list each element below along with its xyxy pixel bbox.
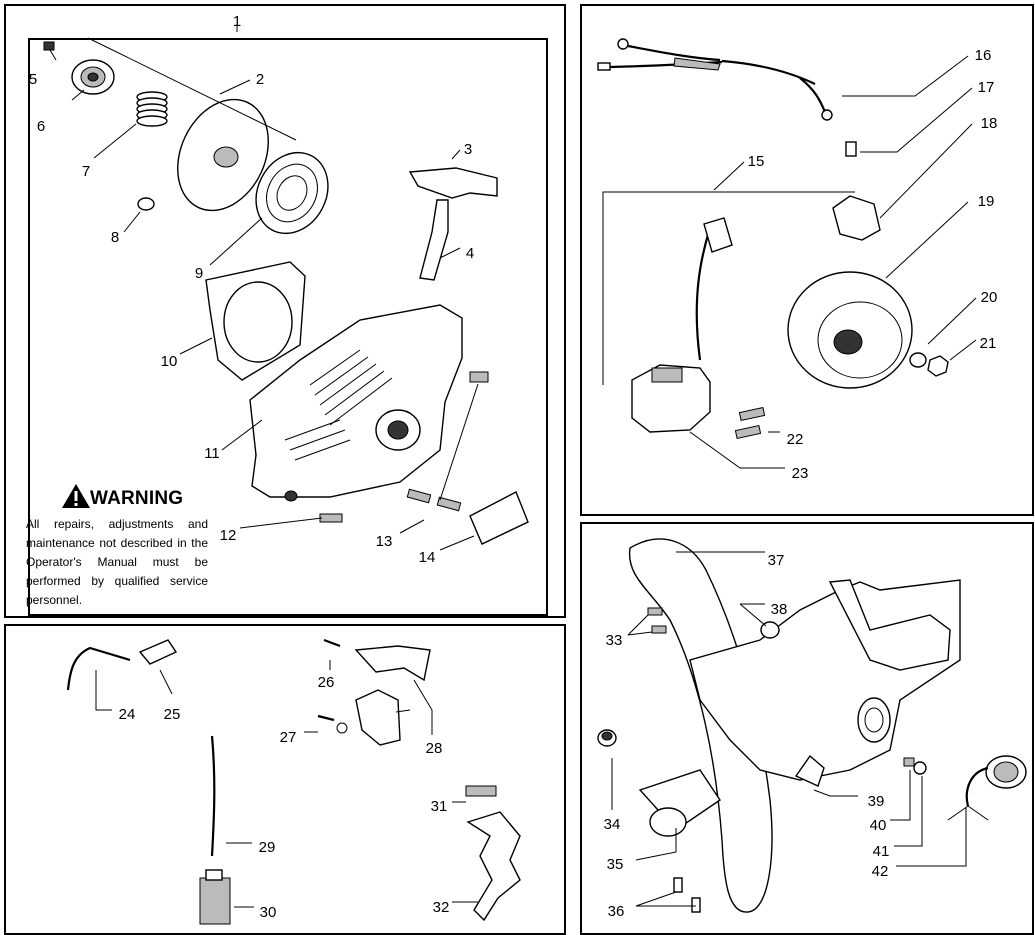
ignition-leader-lines	[602, 55, 977, 469]
callout-19: 19	[978, 193, 995, 210]
callout-3: 3	[464, 141, 472, 158]
callout-4: 4	[466, 245, 474, 262]
callout-5: 5	[29, 71, 37, 88]
callout-29: 29	[259, 839, 276, 856]
callout-1: 1	[233, 13, 241, 30]
ignition-parts	[597, 38, 949, 440]
callout-17: 17	[978, 79, 995, 96]
callout-10: 10	[161, 353, 178, 370]
callout-33: 33	[606, 632, 623, 649]
starter-assembly-inner-frame	[28, 38, 548, 616]
callout-40: 40	[870, 817, 887, 834]
callout-30: 30	[260, 904, 277, 921]
fuel-throttle-panel	[4, 624, 566, 935]
callout-38: 38	[771, 601, 788, 618]
warning-triangle-icon	[62, 484, 90, 508]
callout-13: 13	[376, 533, 393, 550]
callout-31: 31	[431, 798, 448, 815]
callout-14: 14	[419, 549, 436, 566]
callout-26: 26	[318, 674, 335, 691]
callout-27: 27	[280, 729, 297, 746]
callout-20: 20	[981, 289, 998, 306]
callout-36: 36	[608, 903, 625, 920]
callout-11: 11	[204, 445, 220, 462]
callout-22: 22	[787, 431, 804, 448]
callout-16: 16	[975, 47, 992, 64]
callout-8: 8	[111, 229, 119, 246]
callout-23: 23	[792, 465, 809, 482]
callout-6: 6	[37, 118, 45, 135]
callout-18: 18	[981, 115, 998, 132]
callout-42: 42	[872, 863, 889, 880]
callout-32: 32	[433, 899, 450, 916]
callout-34: 34	[604, 816, 621, 833]
callout-24: 24	[119, 706, 136, 723]
callout-15: 15	[748, 153, 765, 170]
callout-35: 35	[607, 856, 624, 873]
starter-leader-lines	[71, 37, 479, 551]
fuel-throttle-parts	[66, 638, 521, 925]
callout-7: 7	[82, 163, 90, 180]
callout-39: 39	[868, 793, 885, 810]
callout-12: 12	[220, 527, 237, 544]
callout-2: 2	[256, 71, 264, 88]
fuel-leader-lines	[95, 660, 478, 908]
starter-parts	[43, 24, 529, 545]
callout-28: 28	[426, 740, 443, 757]
callout-41: 41	[873, 843, 890, 860]
callout-25: 25	[164, 706, 181, 723]
callout-37: 37	[768, 552, 785, 569]
warning-title: WARNING	[90, 488, 184, 509]
callout-21: 21	[980, 335, 997, 352]
warning-text: All repairs, adjustments and maintenance…	[26, 517, 208, 607]
handle-parts	[597, 538, 1027, 913]
callout-9: 9	[195, 265, 203, 282]
handle-leader-lines	[611, 551, 967, 907]
